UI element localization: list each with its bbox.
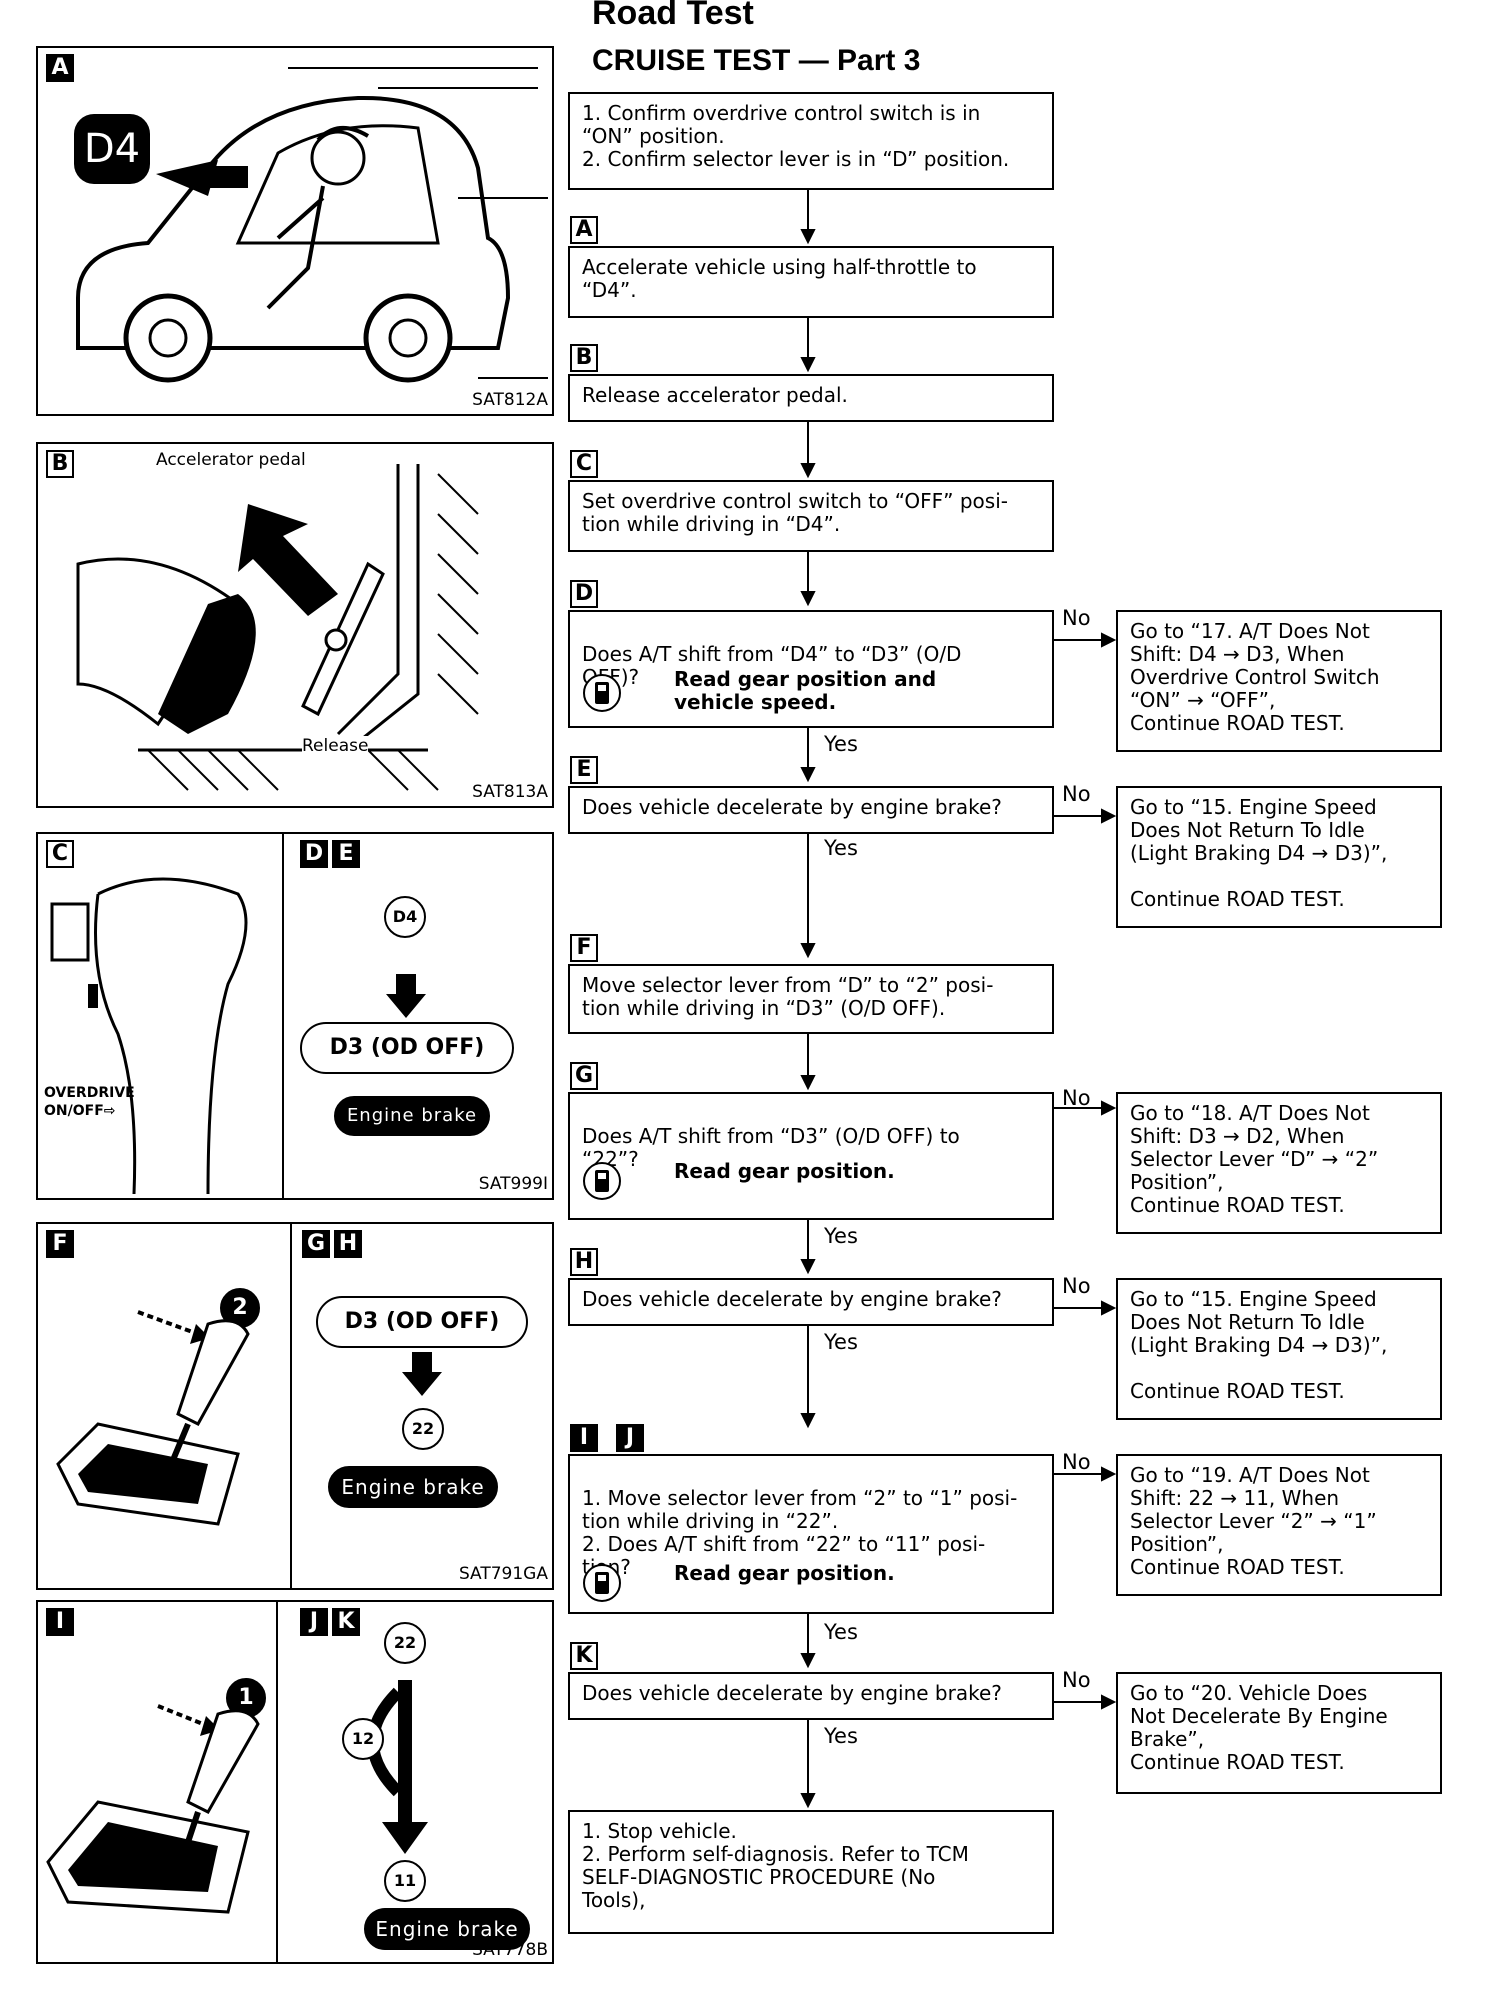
gear-d4-circle: D4 [384, 896, 426, 938]
flow-step-a: Accelerate vehicle using half-throttle t… [568, 246, 1054, 318]
no-label: No [1062, 1086, 1091, 1110]
panel-divider [290, 1224, 292, 1588]
goto-box-18: Go to “18. A/T Does Not Shift: D3 → D2, … [1116, 1092, 1442, 1234]
panel-letter-d: D [300, 840, 328, 868]
selector-lever-illustration-f [56, 1310, 250, 1526]
flow-start-box: 1. Confirm overdrive control switch is i… [568, 92, 1054, 190]
step-letter-j: J [616, 1424, 644, 1452]
overdrive-label-line2: ON/OFF⇨ [44, 1103, 116, 1119]
step-letter-h: H [570, 1248, 598, 1276]
gauge-meter-icon [583, 1564, 621, 1602]
yes-label: Yes [824, 1330, 858, 1354]
figure-code-gh: SAT791GA [458, 1564, 548, 1584]
down-arrow-icon [386, 974, 426, 1018]
release-label: Release [302, 736, 369, 756]
yes-label: Yes [824, 836, 858, 860]
selector-knob-illustration [50, 877, 248, 1195]
step-ij-text: 1. Move selector lever from “2” to “1” p… [582, 1486, 1018, 1579]
panel-letter-c: C [46, 840, 74, 868]
goto-box-15b: Go to “15. Engine Speed Does Not Return … [1116, 1278, 1442, 1420]
page-title: Road Test [592, 0, 754, 32]
down-arrow-icon [402, 1352, 442, 1396]
engine-brake-badge: Engine brake [328, 1466, 498, 1508]
step-g-note: Read gear position. [674, 1159, 895, 1183]
overdrive-label-line1: OVERDRIVE [44, 1085, 135, 1101]
gauge-meter-icon [583, 674, 621, 712]
panel-letter-g: G [302, 1230, 330, 1258]
flow-step-b: Release accelerator pedal. [568, 374, 1054, 422]
panel-letter-a: A [46, 54, 74, 82]
illustration-panel-ijk: I 1 J K 22 12 11 Engine brake SAT778B [36, 1600, 554, 1964]
gear-12-circle-mid: 12 [342, 1718, 384, 1760]
step-letter-g: G [570, 1062, 598, 1090]
panel-letter-f: F [46, 1230, 74, 1258]
accelerator-pedal-illustration [76, 464, 479, 791]
overdrive-label: OVERDRIVE ON/OFF⇨ [44, 1084, 135, 1120]
step-d-note: Read gear position and vehicle speed. [674, 667, 937, 714]
flow-step-ij: 1. Move selector lever from “2” to “1” p… [568, 1454, 1054, 1614]
illustration-panel-b: B Accelerator pedal Release SAT813A [36, 442, 554, 808]
flow-step-e: Does vehicle decelerate by engine brake? [568, 786, 1054, 834]
step-letter-f: F [570, 934, 598, 962]
goto-box-15a: Go to “15. Engine Speed Does Not Return … [1116, 786, 1442, 928]
panel-letter-e: E [332, 840, 360, 868]
flow-step-f: Move selector lever from “D” to “2” posi… [568, 964, 1054, 1034]
panel-letter-i: I [46, 1608, 74, 1636]
figure-code-b: SAT813A [472, 782, 548, 802]
accelerator-pedal-label: Accelerator pedal [156, 450, 306, 470]
illustration-panel-fgh: F 2 G H D3 (OD OFF) 22 Engine brake SAT7… [36, 1222, 554, 1590]
d4-badge: D4 [74, 114, 150, 184]
panel-letter-k: K [332, 1608, 360, 1636]
step-letter-i: I [570, 1424, 598, 1452]
illustration-panel-cde: C OVERDRIVE ON/OFF⇨ D E D4 D3 (OD OFF) E… [36, 832, 554, 1200]
panel-letter-b: B [46, 450, 74, 478]
goto-box-20: Go to “20. Vehicle Does Not Decelerate B… [1116, 1672, 1442, 1794]
step-letter-c: C [570, 450, 598, 478]
panel-divider [282, 834, 284, 1198]
no-label: No [1062, 1668, 1091, 1692]
flow-step-c: Set overdrive control switch to “OFF” po… [568, 480, 1054, 552]
gear-22-circle: 22 [402, 1408, 444, 1450]
gear-11-circle-bottom: 11 [384, 1860, 426, 1902]
step-g-question: Does A/T shift from “D3” (O/D OFF) to “2… [582, 1124, 960, 1171]
step-letter-d: D [570, 580, 598, 608]
panel-letter-j: J [300, 1608, 328, 1636]
step-letter-a: A [570, 216, 598, 244]
engine-brake-badge: Engine brake [364, 1908, 530, 1950]
figure-code-de: SAT999I [478, 1174, 548, 1194]
panel-divider [276, 1602, 278, 1962]
flow-step-h: Does vehicle decelerate by engine brake? [568, 1278, 1054, 1326]
step-ij-note: Read gear position. [674, 1561, 895, 1585]
car-driver-illustration [76, 67, 548, 383]
no-label: No [1062, 1274, 1091, 1298]
illustration-panel-a: A D4 SAT812A [36, 46, 554, 416]
flow-step-k: Does vehicle decelerate by engine brake? [568, 1672, 1054, 1720]
gear-d3-od-off-pill: D3 (OD OFF) [300, 1022, 514, 1074]
gear-d3-od-off-pill-gh: D3 (OD OFF) [316, 1296, 528, 1348]
goto-box-17: Go to “17. A/T Does Not Shift: D4 → D3, … [1116, 610, 1442, 752]
engine-brake-badge: Engine brake [334, 1096, 490, 1136]
step-letter-e: E [570, 756, 598, 784]
gear-22-circle-top: 22 [384, 1622, 426, 1664]
selector-lever-illustration-i [46, 1704, 260, 1914]
panel-letter-h: H [334, 1230, 362, 1258]
step-letter-k: K [570, 1642, 598, 1670]
no-label: No [1062, 606, 1091, 630]
flow-step-d: Does A/T shift from “D4” to “D3” (O/D OF… [568, 610, 1054, 728]
flow-step-g: Does A/T shift from “D3” (O/D OFF) to “2… [568, 1092, 1054, 1220]
no-label: No [1062, 782, 1091, 806]
step-d-question: Does A/T shift from “D4” to “D3” (O/D OF… [582, 642, 962, 689]
flow-end-box: 1. Stop vehicle. 2. Perform self-diagnos… [568, 1810, 1054, 1934]
goto-box-19: Go to “19. A/T Does Not Shift: 22 → 11, … [1116, 1454, 1442, 1596]
yes-label: Yes [824, 1724, 858, 1748]
section-subtitle: CRUISE TEST — Part 3 [592, 44, 921, 77]
yes-label: Yes [824, 732, 858, 756]
no-label: No [1062, 1450, 1091, 1474]
yes-label: Yes [824, 1620, 858, 1644]
figure-code-jk: SAT778B [472, 1940, 548, 1960]
gauge-meter-icon [583, 1162, 621, 1200]
yes-label: Yes [824, 1224, 858, 1248]
step-letter-b: B [570, 344, 598, 372]
figure-code-a: SAT812A [472, 390, 548, 410]
